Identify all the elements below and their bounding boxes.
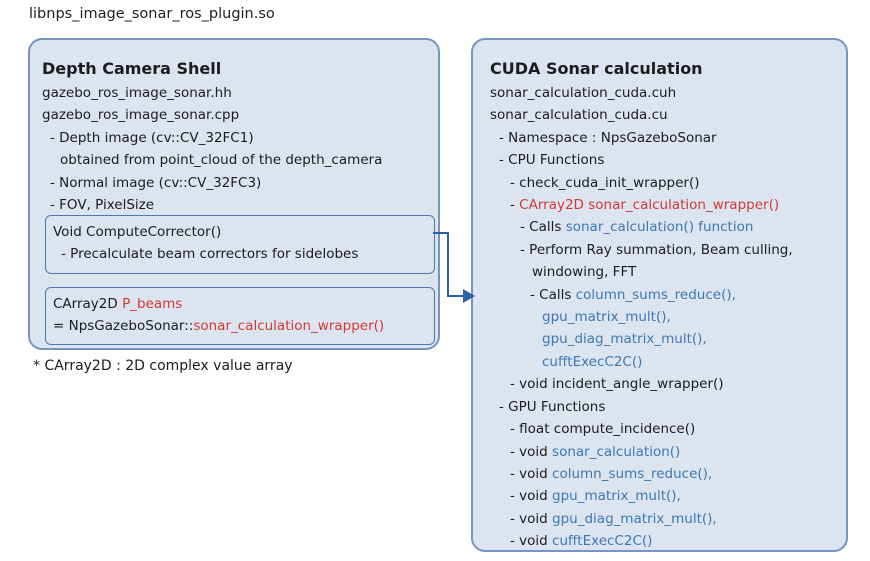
text-segment: - Namespace : NpsGazeboSonar [499, 129, 717, 146]
text-segment: column_sums_reduce(), [552, 465, 713, 482]
diagram-line: - void gpu_matrix_mult(), [490, 485, 846, 507]
depth-camera-shell-lines: gazebo_ros_image_sonar.hh gazebo_ros_imag… [42, 82, 438, 216]
text-segment: sonar_calculation() function [565, 219, 754, 236]
text-segment: sonar_calculation_wrapper() [193, 318, 385, 335]
text-segment: gpu_diag_matrix_mult(), [542, 331, 707, 348]
text-segment: - Calls [520, 219, 566, 236]
text-segment: sonar_calculation_cuda.cu [490, 107, 668, 124]
text-segment: - Depth image (cv::CV_32FC1) [50, 129, 254, 146]
diagram-line: gpu_matrix_mult(), [490, 306, 846, 328]
cuda-sonar-calculation-lines: sonar_calculation_cuda.cuh sonar_calculat… [490, 82, 846, 553]
text-segment: - void incident_angle_wrapper() [510, 376, 724, 393]
diagram-line: - CPU Functions [490, 149, 846, 171]
text-segment: gpu_matrix_mult(), [542, 309, 671, 326]
cuda-sonar-calculation-title: CUDA Sonar calculation [490, 59, 703, 78]
compute-corrector-box: Void ComputeCorrector() - Precalculate be… [45, 215, 435, 274]
diagram-line: - FOV, PixelSize [42, 194, 438, 216]
diagram-line: gpu_diag_matrix_mult(), [490, 328, 846, 350]
depth-camera-shell-box: Depth Camera Shell gazebo_ros_image_sona… [28, 38, 440, 350]
diagram-line: - float compute_incidence() [490, 418, 846, 440]
text-segment: gazebo_ros_image_sonar.hh [42, 85, 232, 101]
diagram-line: - Calls sonar_calculation() function [490, 216, 846, 238]
diagram-line: - void column_sums_reduce(), [490, 463, 846, 485]
text-segment: gpu_diag_matrix_mult(), [552, 510, 717, 527]
text-segment: - Normal image (cv::CV_32FC3) [50, 174, 262, 191]
diagram-line: gazebo_ros_image_sonar.cpp [42, 104, 438, 126]
diagram-line: - GPU Functions [490, 396, 846, 418]
text-segment: gazebo_ros_image_sonar.cpp [42, 107, 240, 124]
diagram-line: - Namespace : NpsGazeboSonar [490, 127, 846, 149]
diagram-line: - check_cuda_init_wrapper() [490, 172, 846, 194]
text-segment: - [510, 197, 520, 214]
diagram-line: - Perform Ray summation, Beam culling, [490, 239, 846, 261]
p-beams-box: CArray2D P_beams= NpsGazeboSonar::sonar_… [45, 287, 435, 345]
text-segment: P_beams [122, 296, 183, 312]
text-segment: - check_cuda_init_wrapper() [510, 174, 700, 191]
diagram-line: - Precalculate beam correctors for sidel… [53, 243, 434, 265]
library-filename-label: libnps_image_sonar_ros_plugin.so [29, 6, 275, 22]
text-segment: windowing, FFT [532, 264, 637, 281]
diagram-line: sonar_calculation_cuda.cuh [490, 82, 846, 104]
diagram-line: - Normal image (cv::CV_32FC3) [42, 172, 438, 194]
text-segment: - void [510, 510, 553, 527]
compute-corrector-lines: Void ComputeCorrector() - Precalculate be… [53, 221, 434, 266]
text-segment: - Perform Ray summation, Beam culling, [520, 241, 793, 258]
diagram-line: - CArray2D sonar_calculation_wrapper() [490, 194, 846, 216]
diagram-line: - void incident_angle_wrapper() [490, 373, 846, 395]
text-segment: - FOV, PixelSize [50, 197, 155, 214]
text-segment: - void [510, 533, 553, 550]
text-segment: - CPU Functions [499, 152, 605, 169]
diagram-line: - void cufftExecC2C() [490, 530, 846, 552]
p-beams-lines: CArray2D P_beams= NpsGazeboSonar::sonar_… [53, 293, 434, 338]
diagram-line: = NpsGazeboSonar::sonar_calculation_wrap… [53, 315, 434, 337]
text-segment: - void [510, 488, 553, 505]
connector-arrow [433, 232, 475, 303]
diagram-line: windowing, FFT [490, 261, 846, 283]
diagram-line: gazebo_ros_image_sonar.hh [42, 82, 438, 104]
text-segment: - Precalculate beam correctors for sidel… [61, 246, 359, 263]
text-segment: - void [510, 443, 553, 460]
diagram-line: sonar_calculation_cuda.cu [490, 104, 846, 126]
cuda-sonar-calculation-box: CUDA Sonar calculation sonar_calculation… [471, 38, 848, 552]
text-segment: column_sums_reduce(), [575, 286, 736, 303]
diagram-line: - Depth image (cv::CV_32FC1) [42, 127, 438, 149]
diagram-line: - Calls column_sums_reduce(), [490, 284, 846, 306]
text-segment: CArray2D [53, 296, 123, 312]
text-segment: obtained from point_cloud of the depth_c… [60, 152, 383, 169]
text-segment: Void ComputeCorrector() [53, 224, 222, 240]
text-segment: = NpsGazeboSonar:: [53, 318, 194, 335]
diagram-line: - void sonar_calculation() [490, 441, 846, 463]
text-segment: sonar_calculation_cuda.cuh [490, 85, 677, 101]
text-segment: sonar_calculation() [552, 443, 681, 460]
diagram-line: - void gpu_diag_matrix_mult(), [490, 508, 846, 530]
text-segment: CArray2D sonar_calculation_wrapper() [519, 197, 780, 214]
diagram-line: cufftExecC2C() [490, 351, 846, 373]
depth-camera-shell-title: Depth Camera Shell [42, 59, 222, 78]
text-segment: - Calls [530, 286, 576, 303]
diagram-line: obtained from point_cloud of the depth_c… [42, 149, 438, 171]
text-segment: - GPU Functions [499, 398, 606, 415]
text-segment: - float compute_incidence() [510, 421, 696, 438]
text-segment: cufftExecC2C() [542, 353, 643, 370]
text-segment: cufftExecC2C() [552, 533, 653, 550]
diagram-line: CArray2D P_beams [53, 293, 434, 315]
diagram-line: Void ComputeCorrector() [53, 221, 434, 243]
text-segment: gpu_matrix_mult(), [552, 488, 681, 505]
text-segment: - void [510, 465, 553, 482]
carray2d-footnote: * CArray2D : 2D complex value array [33, 358, 293, 374]
